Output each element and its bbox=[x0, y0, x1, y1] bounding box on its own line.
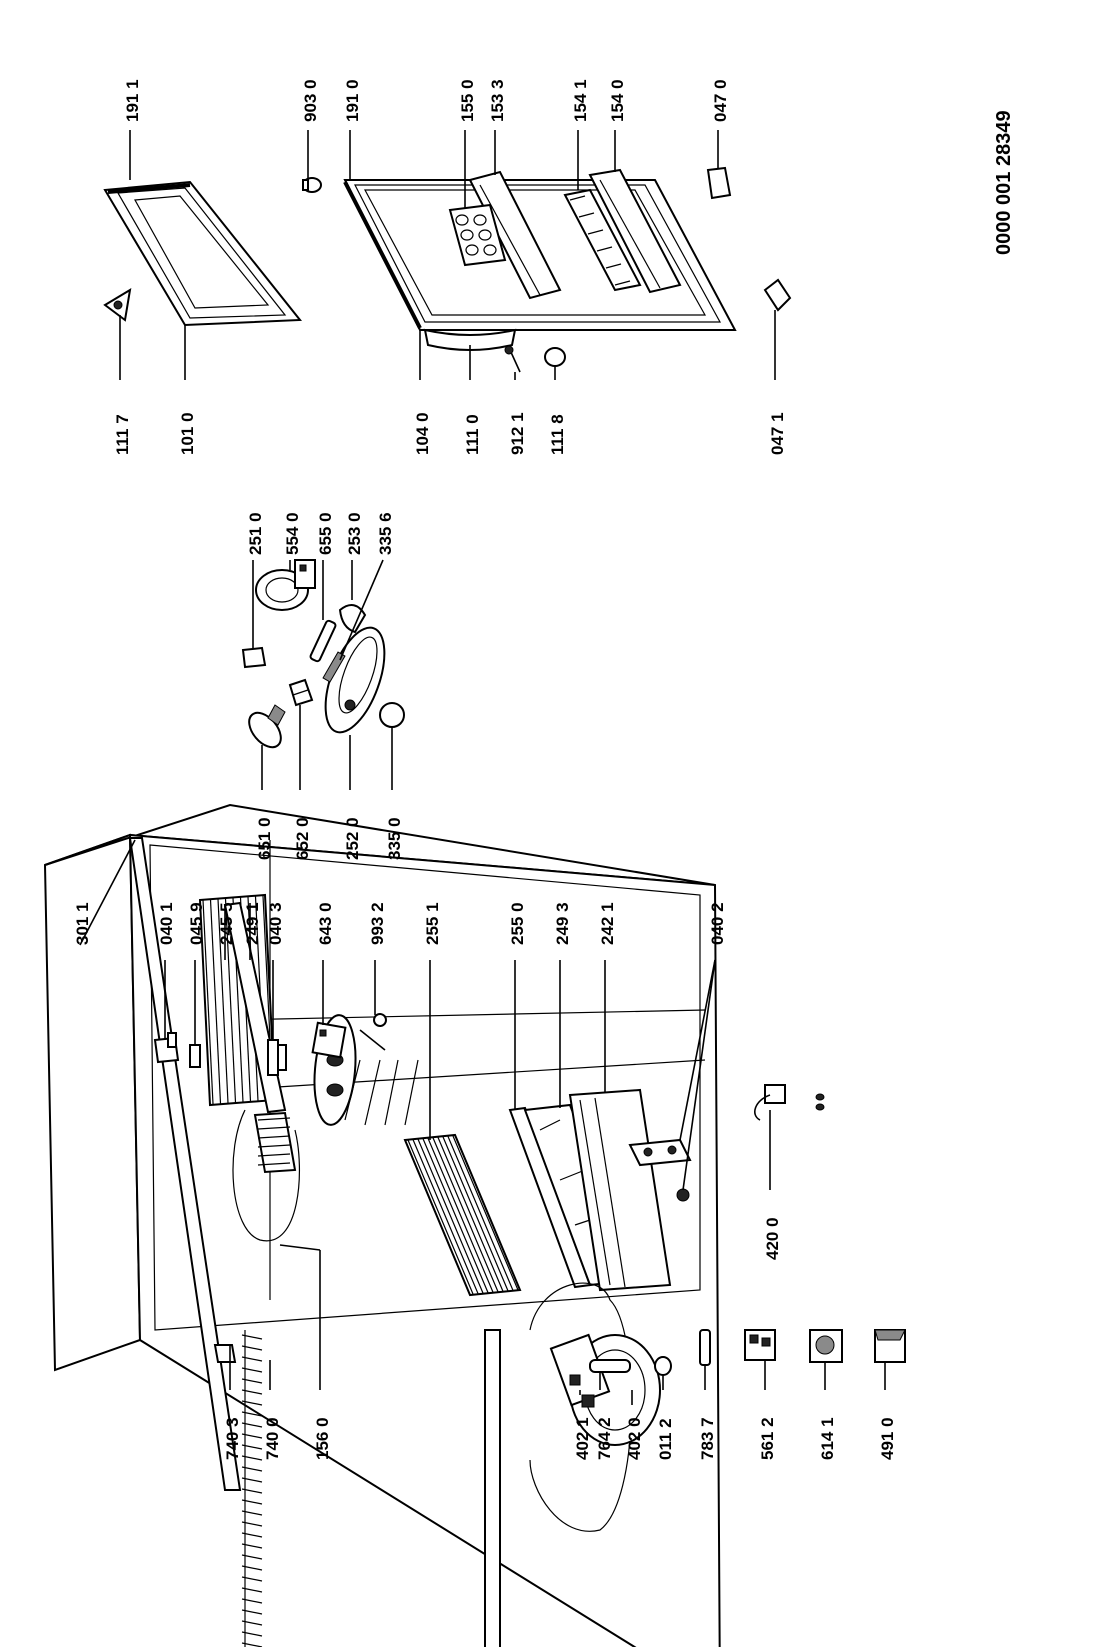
label-7400: 740 0 bbox=[263, 1417, 282, 1460]
door-seal-strip bbox=[128, 837, 242, 1491]
label-0459: 045 9 bbox=[187, 902, 206, 945]
label-2520: 252 0 bbox=[343, 817, 362, 860]
crisper-drawer bbox=[568, 1088, 672, 1292]
label-3350: 335 0 bbox=[385, 817, 404, 860]
label-7403: 740 3 bbox=[223, 1417, 242, 1460]
label-3011: 301 1 bbox=[73, 902, 92, 945]
label-6550: 655 0 bbox=[316, 512, 335, 555]
door-stop-top bbox=[706, 166, 732, 200]
switch-button bbox=[338, 604, 367, 634]
freezer-door-cap bbox=[103, 288, 132, 322]
label-0401: 040 1 bbox=[157, 902, 176, 945]
label-5540: 554 0 bbox=[283, 512, 302, 555]
lamp-bulb bbox=[248, 704, 286, 749]
label-6510: 651 0 bbox=[255, 817, 274, 860]
condenser-grid bbox=[241, 1329, 501, 1647]
label-0402: 040 2 bbox=[708, 902, 727, 945]
thermostat-knob bbox=[379, 702, 405, 728]
label-0403: 040 3 bbox=[266, 902, 285, 945]
door-shelf-upper bbox=[468, 170, 562, 300]
label-1911: 191 1 bbox=[123, 79, 142, 122]
label-2530: 253 0 bbox=[345, 512, 364, 555]
label-1118: 111 8 bbox=[548, 414, 567, 455]
label-0112: 011 2 bbox=[656, 1418, 675, 1460]
light-switch bbox=[309, 619, 337, 663]
label-4020: 402 0 bbox=[625, 1417, 644, 1460]
label-2493: 249 3 bbox=[553, 902, 572, 945]
label-4021: 402 1 bbox=[573, 1417, 592, 1460]
cover-box bbox=[874, 1329, 906, 1363]
hinge-bracket-bottom bbox=[628, 1138, 692, 1202]
label-1040: 104 0 bbox=[413, 412, 432, 455]
door-pin bbox=[302, 177, 322, 193]
rubber-grommet bbox=[654, 1356, 672, 1376]
door-stop-bottom bbox=[763, 278, 792, 312]
label-2510: 251 0 bbox=[246, 512, 265, 555]
label-7837: 783 7 bbox=[698, 1417, 717, 1460]
label-1910: 191 0 bbox=[343, 79, 362, 122]
door-hinge-cover bbox=[544, 347, 566, 367]
label-2421: 242 1 bbox=[598, 902, 617, 945]
glass-shelf bbox=[403, 1133, 522, 1297]
capacitor bbox=[589, 1359, 631, 1373]
thermostat bbox=[294, 559, 316, 589]
hinge-pin bbox=[189, 1044, 201, 1068]
label-1560: 156 0 bbox=[313, 1417, 332, 1460]
label-9932: 993 2 bbox=[368, 902, 387, 945]
label-6430: 643 0 bbox=[316, 902, 335, 945]
fridge-cabinet bbox=[43, 803, 721, 1647]
label-2551: 255 1 bbox=[423, 902, 442, 945]
label-1541: 154 1 bbox=[571, 79, 590, 122]
label-9030: 903 0 bbox=[301, 79, 320, 122]
label-0471: 047 1 bbox=[768, 412, 787, 455]
leader-lines bbox=[79, 130, 886, 1405]
label-1550: 155 0 bbox=[458, 79, 477, 122]
overload-protector bbox=[809, 1329, 843, 1363]
thermostat-bracket bbox=[311, 1021, 347, 1059]
label-4200: 420 0 bbox=[763, 1217, 782, 1260]
drain-tube bbox=[699, 1329, 711, 1366]
bottle-divider bbox=[563, 188, 642, 292]
evaporator-area bbox=[232, 1109, 300, 1242]
label-6141: 614 1 bbox=[818, 1417, 837, 1460]
label-1533: 153 3 bbox=[488, 79, 507, 122]
label-9121: 912 1 bbox=[508, 412, 527, 455]
hinge-bolt bbox=[267, 1039, 287, 1076]
label-2455: 245 5 bbox=[217, 902, 236, 945]
label-6520: 652 0 bbox=[293, 817, 312, 860]
document-number: 0000 001 28349 bbox=[993, 110, 1015, 255]
label-5612: 561 2 bbox=[758, 1417, 777, 1460]
egg-tray bbox=[448, 203, 507, 267]
door-shelf-lower bbox=[588, 168, 682, 294]
label-2491: 249 1 bbox=[243, 902, 262, 945]
label-2550: 255 0 bbox=[508, 902, 527, 945]
part-labels: 301 1 040 1 045 9 245 5 249 1 040 3 643 … bbox=[73, 79, 1015, 1460]
shelf-guides bbox=[344, 1059, 419, 1126]
label-1010: 101 0 bbox=[178, 412, 197, 455]
label-0470: 047 0 bbox=[711, 79, 730, 122]
lamp-socket bbox=[288, 678, 314, 707]
label-1540: 154 0 bbox=[608, 79, 627, 122]
cord-clip bbox=[754, 1084, 825, 1121]
freezer-door bbox=[103, 180, 303, 327]
label-4910: 491 0 bbox=[878, 1417, 897, 1460]
label-1117: 111 7 bbox=[113, 414, 132, 455]
lamp-cover bbox=[241, 646, 267, 669]
lamp-assembly bbox=[241, 559, 405, 749]
thermostat-sensor bbox=[359, 1013, 387, 1051]
foot-cap bbox=[213, 1344, 237, 1363]
label-7642: 764 2 bbox=[595, 1417, 614, 1460]
door-handle bbox=[423, 328, 517, 351]
door-screw bbox=[504, 345, 521, 373]
label-3356: 335 6 bbox=[376, 512, 395, 555]
start-relay bbox=[744, 1329, 776, 1361]
label-1110: 111 0 bbox=[463, 414, 482, 455]
hinge-bracket-top bbox=[153, 1032, 180, 1064]
